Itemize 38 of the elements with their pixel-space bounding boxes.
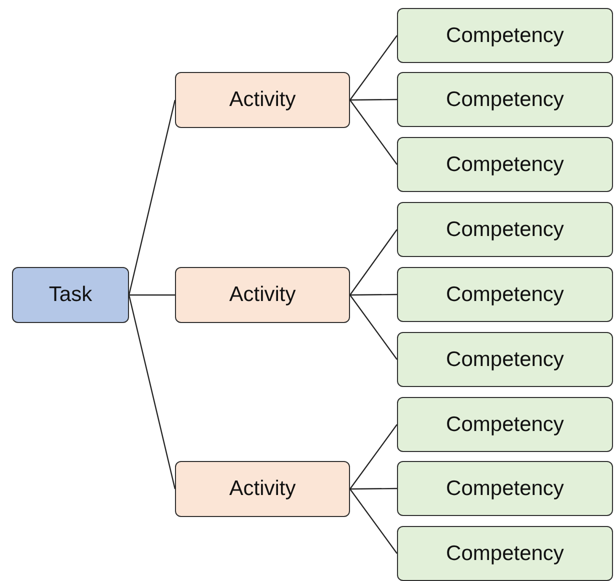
node-label: Competency <box>446 476 564 500</box>
competency-box <box>397 332 613 387</box>
competency-box <box>397 72 613 127</box>
competency-box <box>397 202 613 257</box>
connector-line <box>128 294 176 490</box>
activity-box <box>175 461 350 517</box>
node-label: Task <box>48 283 92 307</box>
connector-line <box>350 35 398 100</box>
node-label: Activity <box>229 477 296 501</box>
connector-line <box>350 488 397 490</box>
node-label: Activity <box>229 283 296 307</box>
node-label: Competency <box>446 152 564 176</box>
connector-line <box>350 100 398 165</box>
connector-line <box>350 98 397 101</box>
node-label: Competency <box>446 282 564 306</box>
competency-box <box>397 137 613 192</box>
node-label: Competency <box>446 542 564 566</box>
node-label: Competency <box>446 412 564 436</box>
competency-box <box>397 397 613 452</box>
competency-box <box>397 526 613 581</box>
task-box <box>12 267 129 323</box>
connector-line <box>128 100 176 296</box>
node-label: Competency <box>446 218 564 242</box>
connector-line <box>350 229 398 296</box>
competency-box <box>397 8 613 63</box>
node-label: Competency <box>446 88 564 112</box>
node-label: Competency <box>446 348 564 372</box>
activity-box <box>175 72 350 128</box>
node-label: Activity <box>229 88 296 112</box>
connector-line <box>350 294 398 360</box>
node-label: Competency <box>446 24 564 48</box>
connector-line <box>350 424 398 490</box>
competency-box <box>397 461 613 516</box>
connector-line <box>350 488 398 554</box>
connector-line <box>129 294 175 296</box>
connector-line <box>350 294 397 296</box>
activity-box <box>175 267 350 323</box>
competency-box <box>397 267 613 322</box>
